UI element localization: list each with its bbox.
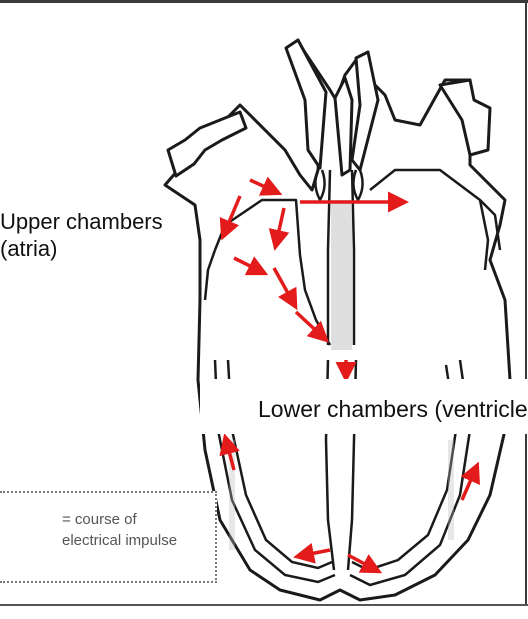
- impulse-arrow: [250, 180, 276, 192]
- atria-label: (atria): [0, 236, 57, 262]
- impulse-arrow: [276, 208, 284, 244]
- conduction-stipple: [229, 200, 454, 550]
- legend-text: = course of electrical impulse: [62, 509, 177, 551]
- upper-chambers-label: Upper chambers: [0, 209, 163, 235]
- impulse-arrow: [300, 550, 330, 556]
- legend-line-2: electrical impulse: [62, 530, 177, 551]
- legend-line-1: = course of: [62, 509, 177, 530]
- great-vessels: [168, 40, 490, 176]
- lower-chambers-label: Lower chambers (ventricles): [258, 396, 528, 423]
- legend-box: = course of electrical impulse: [0, 491, 217, 583]
- impulse-arrow: [274, 268, 294, 304]
- impulse-arrow: [234, 258, 262, 272]
